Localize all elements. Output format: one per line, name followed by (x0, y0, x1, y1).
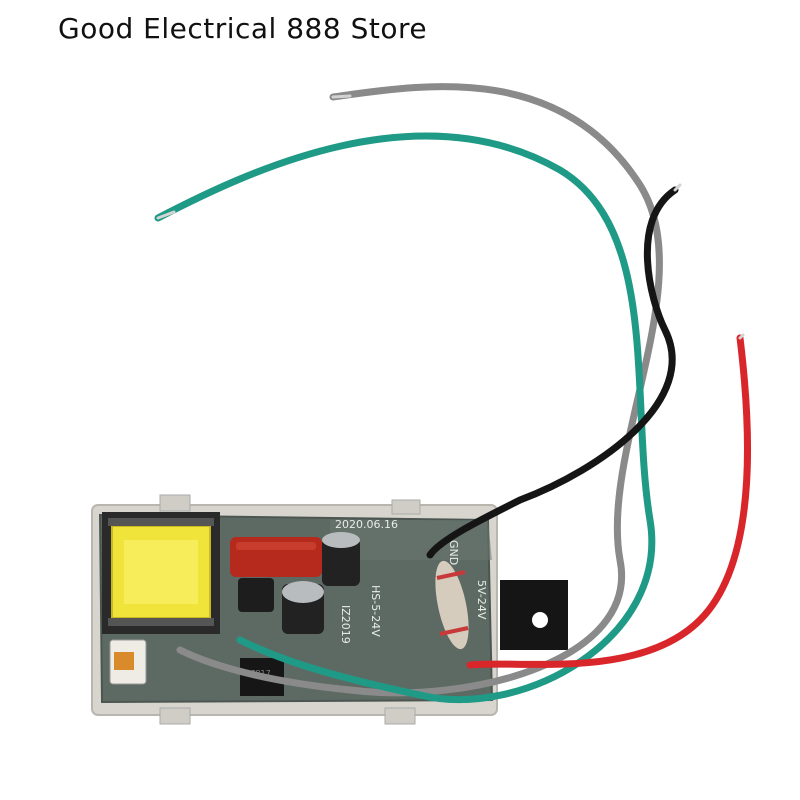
wire-black (426, 186, 679, 559)
silkscreen-gnd: GND (447, 540, 460, 565)
silkscreen-model: HS-5-24V (369, 585, 382, 637)
store-title: Good Electrical 888 Store (58, 12, 428, 45)
silkscreen-voltage: 5V-24V (475, 580, 488, 620)
electrolytic-capacitors (282, 532, 360, 634)
film-capacitor (230, 537, 322, 577)
heatsink-tab (500, 580, 568, 650)
resistor (435, 560, 469, 650)
inductor (238, 578, 274, 612)
wire-tips (156, 94, 745, 340)
silkscreen-date: 2020.06.16 (335, 518, 398, 531)
wires (154, 83, 752, 703)
transformer (102, 512, 220, 634)
wire-green (154, 132, 656, 703)
wire-red (466, 334, 752, 669)
silkscreen-code: IZ2019 (339, 605, 352, 644)
pot-knob (114, 652, 134, 670)
wire-gray (176, 83, 663, 697)
